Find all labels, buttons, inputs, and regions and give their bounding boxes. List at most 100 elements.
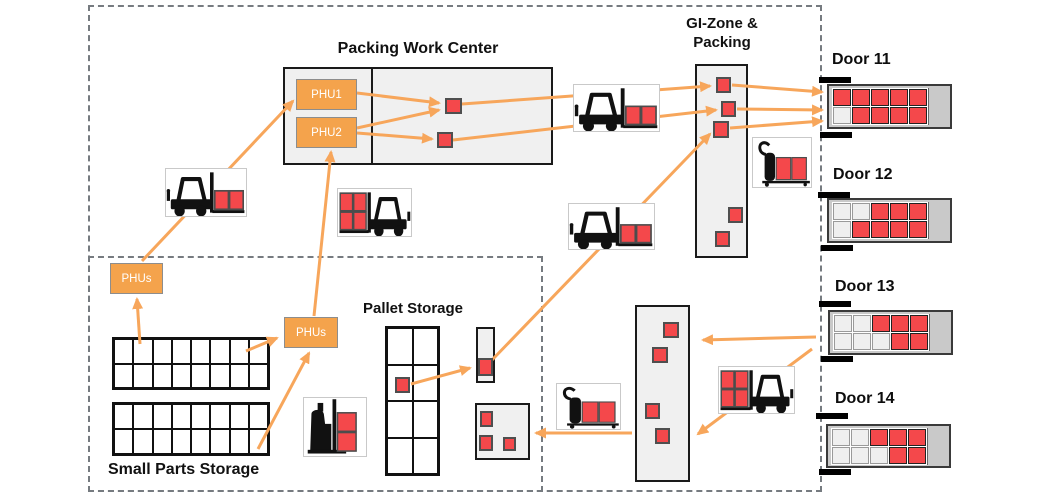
loaded-pallet-cell [871, 203, 889, 220]
shelf-cell [171, 339, 191, 364]
loaded-pallet-cell [908, 429, 926, 446]
forklift-with-stacked-pallets-icon [718, 366, 795, 414]
reach-truck-icon [303, 397, 367, 457]
empty-cell [832, 447, 850, 464]
loaded-pallet-cell [872, 315, 890, 332]
shelf-cell [114, 429, 134, 454]
shelf-cell [412, 364, 438, 401]
empty-cell [833, 107, 851, 124]
pallet-rack [385, 326, 440, 476]
small-parts-storage-title: Small Parts Storage [108, 461, 260, 478]
forklift-icon [573, 84, 660, 132]
pallet-box [480, 411, 493, 427]
empty-cell [853, 333, 871, 350]
gi-zone-title-line2: Packing [693, 34, 751, 51]
shelf-cell [229, 339, 249, 364]
shelf-cell [229, 404, 249, 429]
shelf-cell [210, 363, 230, 388]
loaded-pallet-cell [889, 429, 907, 446]
dock-bumper-icon [821, 245, 853, 251]
forklift-with-stacked-pallets-icon [337, 188, 412, 237]
pallet-box [479, 435, 493, 451]
shelf-cell [133, 429, 153, 454]
truck-load-grid [833, 314, 930, 351]
loaded-pallet-cell [833, 89, 851, 106]
loaded-pallet-cell [889, 447, 907, 464]
pallet-box [663, 322, 679, 338]
phus-staging-box: PHUs [284, 317, 338, 348]
loaded-pallet-cell [890, 107, 908, 124]
shelf-cell [133, 404, 153, 429]
dock-bumper-icon [816, 413, 848, 419]
shelf-cell [133, 339, 153, 364]
shelf-cell [412, 328, 438, 365]
loaded-pallet-cell [852, 89, 870, 106]
truck-load-grid [832, 88, 929, 125]
pallet-box [645, 403, 660, 419]
pallet-box [721, 101, 736, 117]
dock-bumper-icon [818, 192, 850, 198]
shelf-cell [210, 404, 230, 429]
shelf-cell [152, 339, 172, 364]
shelf-cell [229, 363, 249, 388]
shelf-cell [248, 429, 268, 454]
truck-load-grid [832, 202, 929, 239]
shelf-cell [152, 429, 172, 454]
empty-cell [833, 221, 851, 238]
pallet-box [395, 377, 410, 393]
dock-bumper-icon [820, 132, 852, 138]
dock-bumper-icon [821, 356, 853, 362]
pallet-box [728, 207, 743, 223]
shelf-cell [191, 339, 211, 364]
empty-cell [851, 447, 869, 464]
loaded-pallet-cell [890, 221, 908, 238]
packing-zone-divider [371, 68, 373, 164]
loaded-pallet-cell [890, 89, 908, 106]
phus-small-parts-box: PHUs [110, 263, 163, 294]
pallet-box [478, 358, 493, 376]
loaded-pallet-cell [890, 203, 908, 220]
dock-bumper-icon [819, 469, 851, 475]
loaded-pallet-cell [909, 107, 927, 124]
door-11-label: Door 11 [832, 51, 891, 68]
shelf-cell [114, 404, 134, 429]
empty-cell [833, 203, 851, 220]
shelf-cell [387, 328, 413, 365]
loaded-pallet-cell [870, 429, 888, 446]
small-parts-rack-1 [112, 337, 270, 390]
forklift-icon [165, 168, 247, 217]
small-parts-rack-2 [112, 402, 270, 456]
shelf-cell [210, 339, 230, 364]
gi-zone [695, 64, 748, 258]
shelf-cell [114, 339, 134, 364]
shelf-cell [191, 404, 211, 429]
shelf-cell [248, 363, 268, 388]
truck-door-12 [827, 198, 952, 243]
shelf-cell [210, 429, 230, 454]
pallet-box [716, 77, 731, 93]
loaded-pallet-cell [852, 107, 870, 124]
loaded-pallet-cell [908, 447, 926, 464]
dock-bumper-icon [819, 301, 851, 307]
shelf-cell [133, 363, 153, 388]
shelf-cell [171, 363, 191, 388]
pallet-jack-icon [752, 137, 812, 188]
shelf-cell [152, 363, 172, 388]
loaded-pallet-cell [910, 333, 928, 350]
loaded-pallet-cell [891, 315, 909, 332]
shelf-cell [412, 437, 438, 474]
pallet-box [503, 437, 516, 451]
loaded-pallet-cell [871, 221, 889, 238]
shelf-cell [114, 363, 134, 388]
shelf-cell [191, 429, 211, 454]
empty-cell [851, 429, 869, 446]
pallet-box [445, 98, 462, 114]
gi-zone-title: GI-Zone & Packing [662, 14, 782, 52]
door-13-label: Door 13 [835, 278, 895, 295]
shelf-cell [387, 401, 413, 438]
pallet-box [713, 121, 729, 138]
empty-cell [834, 333, 852, 350]
truck-load-grid [831, 428, 928, 465]
dock-bumper-icon [819, 77, 851, 83]
pallet-box [715, 231, 730, 247]
